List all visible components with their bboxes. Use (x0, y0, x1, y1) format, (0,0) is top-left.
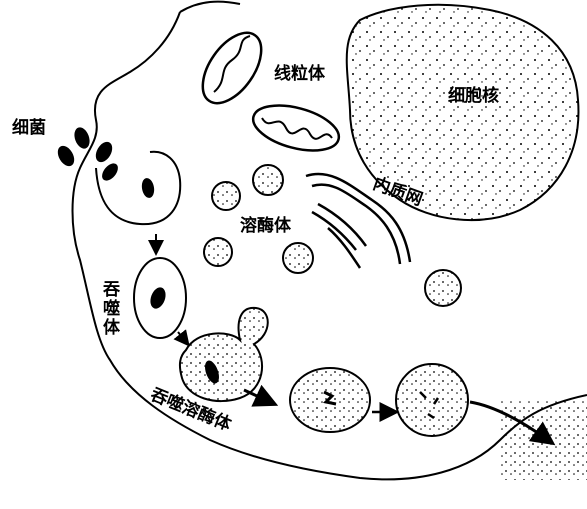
engulfing-pocket (96, 152, 180, 224)
mitochondrion-2 (248, 97, 343, 158)
label-bacteria: 细菌 (12, 120, 46, 137)
label-mitochondria: 线粒体 (274, 66, 325, 83)
membrane-top (180, 2, 240, 12)
label-nucleus: 细胞核 (448, 88, 499, 105)
label-phagosome: 吞噬体 (100, 280, 117, 337)
phagolysosome-3 (396, 364, 468, 436)
label-lysosome: 溶酶体 (240, 218, 291, 235)
mitochondrion-1 (191, 23, 273, 114)
bacteria-group (54, 125, 155, 199)
phagolysosome-1 (180, 308, 268, 401)
